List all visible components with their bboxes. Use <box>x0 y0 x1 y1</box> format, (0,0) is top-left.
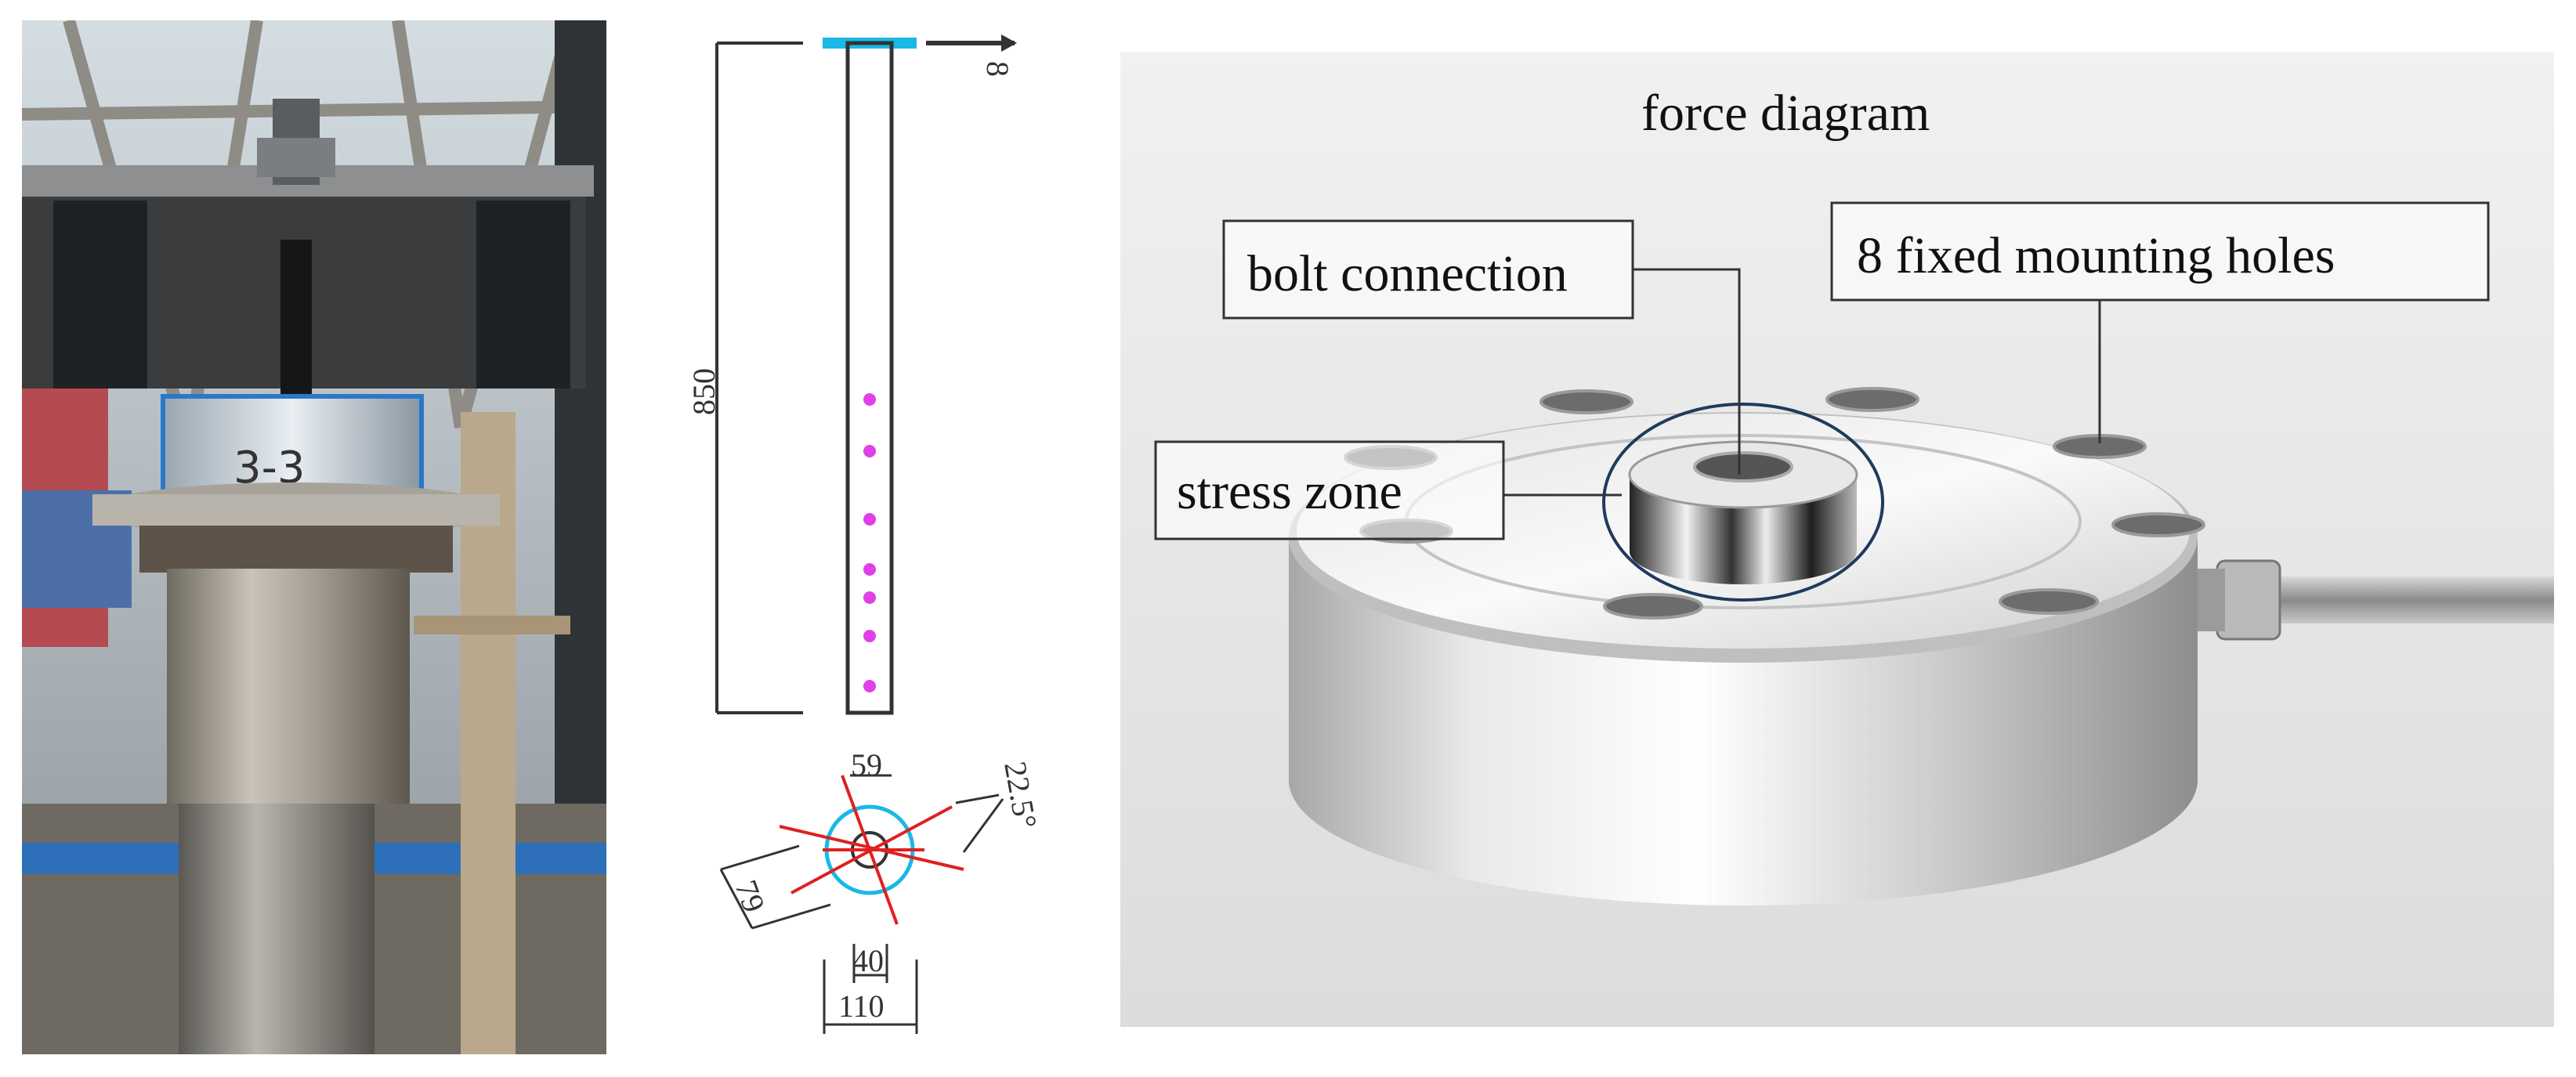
measure-point <box>863 680 876 692</box>
measure-point <box>863 591 876 604</box>
dim-79-ext2 <box>751 903 831 930</box>
top-dim-arrow <box>1001 34 1017 52</box>
dim-angle-line <box>955 793 1000 804</box>
measure-point <box>863 630 876 642</box>
threaded-rod <box>280 240 312 396</box>
bolt-callout-label: bolt connection <box>1247 245 1568 302</box>
stress-callout-label: stress zone <box>1177 463 1402 520</box>
test-photo: 3-3 <box>22 20 606 1054</box>
load-cell-product: force diagram bolt connection 8 fixed mo… <box>1120 52 2554 1027</box>
mounting-hole <box>1603 593 1703 620</box>
holes-callout-label: 8 fixed mounting holes <box>1857 227 2335 284</box>
stress-callout-box <box>1154 440 1505 540</box>
dim-79-label: 79 <box>729 876 772 917</box>
top-nut <box>257 138 335 177</box>
specimen-drawing: 8 850 <box>642 0 1097 1077</box>
cable-gland <box>2216 559 2281 641</box>
dim-angle-ext <box>962 798 1004 853</box>
dim-59-label: 59 <box>851 747 882 782</box>
loading-head-side <box>53 201 147 389</box>
load-cell-product-svg: force diagram bolt connection 8 fixed mo… <box>1120 52 2554 1027</box>
height-dim-label: 850 <box>686 368 722 415</box>
dim-40-label: 40 <box>852 943 884 978</box>
bolt-leader-line <box>1633 268 1741 475</box>
mounting-hole <box>1539 389 1634 414</box>
loading-head-side-right <box>476 201 570 389</box>
load-cell <box>163 396 421 498</box>
test-photo-illustration: 3-3 <box>22 20 606 1054</box>
holes-callout-box <box>1830 201 2490 302</box>
steel-column-lower <box>179 804 374 1054</box>
specimen-drawing-svg: 8 850 <box>686 34 1044 1034</box>
measure-point <box>863 513 876 526</box>
measure-point <box>863 445 876 457</box>
cross-section-detail: 59 22.5° 79 40 110 <box>719 747 1044 1034</box>
dim-angle-label: 22.5° <box>997 759 1044 832</box>
rusty-bar <box>414 616 570 634</box>
dim-79-ext <box>720 844 800 871</box>
diagram-title: force diagram <box>1641 85 1930 142</box>
base-plate-rim <box>92 494 500 526</box>
dim-79-line <box>719 869 754 929</box>
measurement-points <box>863 393 876 692</box>
top-dim-label: 8 <box>980 61 1015 77</box>
mounting-hole <box>2111 512 2205 537</box>
mounting-hole <box>1825 387 1919 412</box>
hub-bolt-hole <box>1693 451 1793 482</box>
section-red-lines <box>779 775 964 925</box>
specimen-column <box>845 41 894 715</box>
steel-column-upper <box>167 569 410 804</box>
dim-110-label: 110 <box>838 988 885 1024</box>
measure-point <box>863 393 876 406</box>
mounting-hole <box>1999 588 2099 615</box>
measure-point <box>863 563 876 576</box>
base-nut-ring <box>139 526 453 573</box>
stress-zone-outline <box>1602 403 1884 602</box>
cable <box>2249 576 2554 623</box>
